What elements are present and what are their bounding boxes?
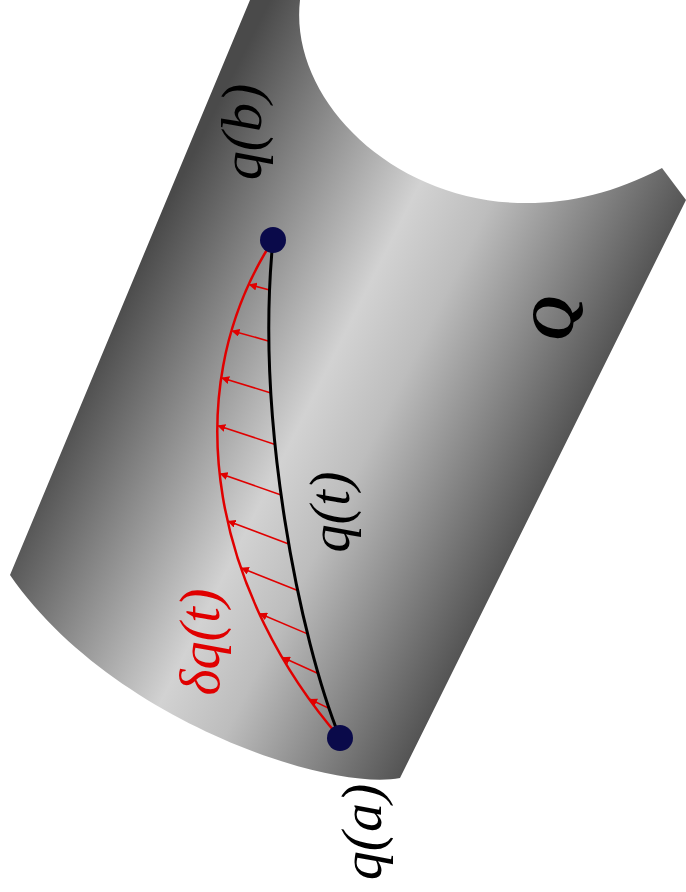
variation-arrow <box>222 378 271 393</box>
endpoint-label: q(a) <box>333 784 391 881</box>
endpoint-dot <box>327 725 353 751</box>
variation-arrow <box>221 474 282 495</box>
variation-arrow <box>232 331 269 341</box>
variation-arrow <box>228 521 288 544</box>
manifold-label: Q <box>521 296 583 341</box>
variation-arrow <box>242 568 298 590</box>
variation-label: δq(t) <box>172 589 228 696</box>
cylinder-surface <box>10 0 686 780</box>
variation-arrow <box>218 426 275 445</box>
curve-label: q(t) <box>302 472 358 553</box>
endpoint-dot <box>260 227 286 253</box>
endpoint-label: q(b) <box>213 84 271 181</box>
variation-arrow <box>250 285 270 290</box>
